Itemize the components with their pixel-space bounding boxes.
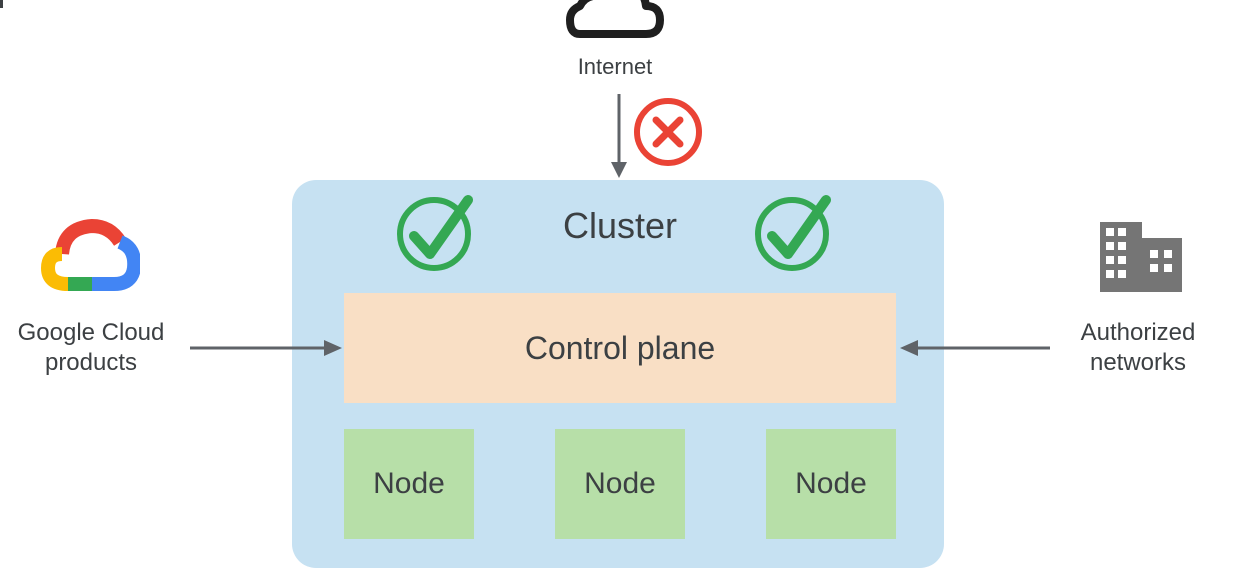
authorized-networks-label-line1: Authorized xyxy=(1080,319,1196,346)
building-icon xyxy=(1100,222,1182,292)
google-cloud-arrow xyxy=(190,340,342,356)
internet-label: Internet xyxy=(577,54,653,79)
x-circle-icon xyxy=(634,98,702,166)
edge-fragment xyxy=(0,0,3,8)
google-cloud-label-line1: Google Cloud xyxy=(17,319,165,346)
node-box: Node xyxy=(766,429,896,539)
google-cloud-logo-icon xyxy=(40,218,140,291)
authorized-networks-arrow xyxy=(900,340,1050,356)
check-circle-icon xyxy=(755,195,831,271)
node-box: Node xyxy=(344,429,474,539)
google-cloud-label-line2: products xyxy=(44,349,138,376)
check-circle-icon xyxy=(397,195,473,271)
cloud-icon xyxy=(566,0,664,38)
node-label: Node xyxy=(373,467,445,500)
node-label: Node xyxy=(584,467,656,500)
authorized-networks-label: Authorized networks xyxy=(1058,318,1218,378)
cluster-title: Cluster xyxy=(562,205,678,246)
node-label: Node xyxy=(795,467,867,500)
authorized-networks-label-line2: networks xyxy=(1089,349,1187,376)
google-cloud-label: Google Cloud products xyxy=(0,318,182,378)
node-box: Node xyxy=(555,429,685,539)
control-plane-box: Control plane xyxy=(344,293,896,403)
internet-arrow xyxy=(611,94,627,178)
control-plane-label: Control plane xyxy=(524,329,716,366)
